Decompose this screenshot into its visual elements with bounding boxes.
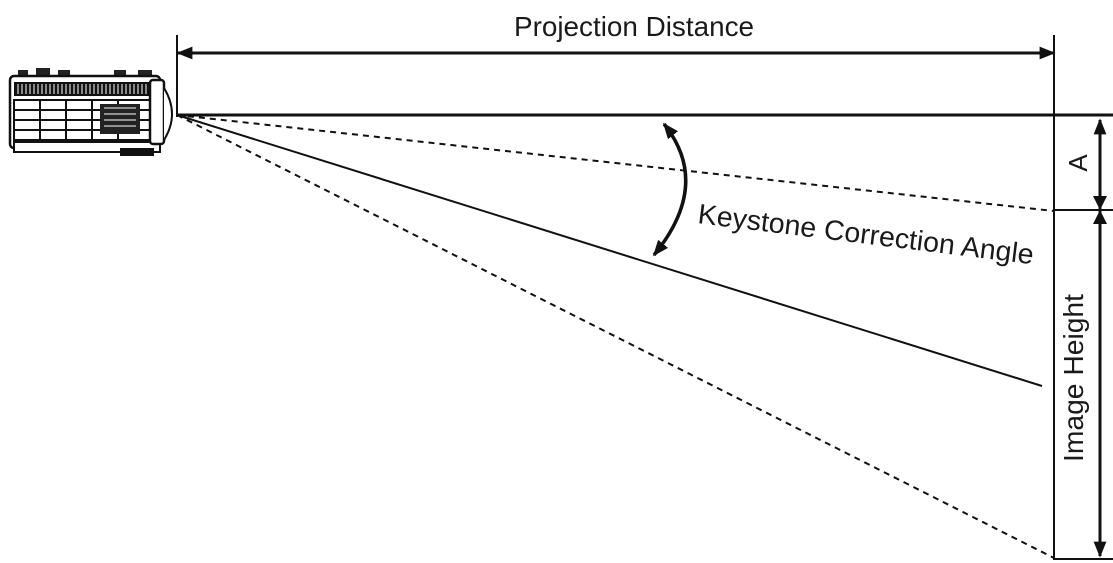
offset-a-label: A [1063,154,1093,172]
projector-icon [8,68,173,156]
projection-lower-dashed [176,114,1055,559]
image-height-top-arrowhead [1093,210,1107,224]
a-bottom-arrowhead [1093,196,1107,210]
projection-upper-dashed [176,114,1055,212]
keystone-angle-label: Keystone Correction Angle [696,198,1035,270]
image-height-label: Image Height [1058,294,1089,462]
keystone-angle-arc-arrow [652,122,688,257]
projection-distance-label: Projection Distance [514,11,754,42]
keystone-angle-line [176,114,1043,387]
